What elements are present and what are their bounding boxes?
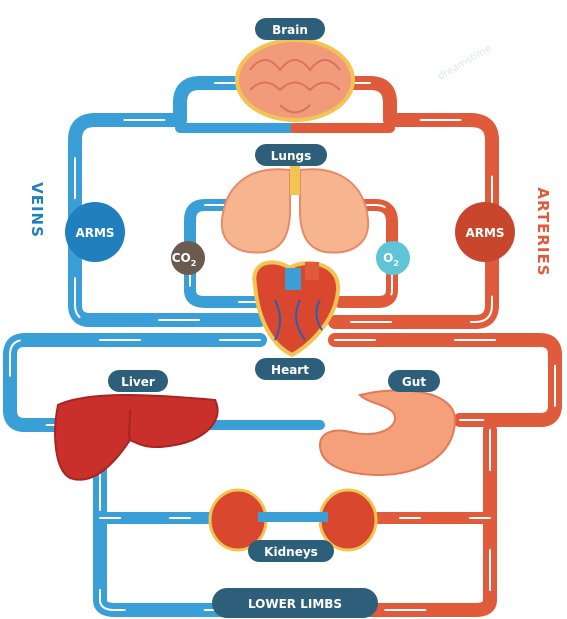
arms-arteries-node: ARMS	[455, 202, 515, 262]
brain-organ	[237, 40, 353, 120]
lower-limbs-label: LOWER LIMBS	[248, 597, 342, 611]
gut-label: Gut	[402, 375, 426, 389]
arteries-label: ARTERIES	[534, 187, 552, 276]
lungs-label-pill: Lungs	[255, 144, 327, 166]
watermark: dreamstime	[436, 43, 494, 83]
arms-arteries-label: ARMS	[465, 226, 504, 240]
lower-limbs-label-pill: LOWER LIMBS	[212, 588, 378, 618]
heart-label: Heart	[271, 363, 309, 377]
brain-label-pill: Brain	[255, 18, 325, 40]
gut-organ	[320, 390, 455, 475]
kidneys-label: Kidneys	[264, 545, 318, 559]
arms-veins-node: ARMS	[65, 202, 125, 262]
lungs-organ	[222, 165, 368, 253]
heart-label-pill: Heart	[255, 358, 325, 380]
liver-label-pill: Liver	[108, 370, 168, 392]
vein-lower-loop	[100, 470, 230, 610]
liver-label: Liver	[121, 375, 155, 389]
o2-badge: O2	[376, 241, 410, 275]
lungs-label: Lungs	[271, 149, 311, 163]
veins-label: VEINS	[28, 182, 46, 238]
arms-veins-label: ARMS	[75, 226, 114, 240]
gut-label-pill: Gut	[388, 370, 440, 392]
liver-organ	[55, 395, 217, 480]
brain-label: Brain	[272, 23, 308, 37]
co2-badge: CO2	[171, 241, 205, 275]
kidneys-label-pill: Kidneys	[248, 540, 334, 562]
